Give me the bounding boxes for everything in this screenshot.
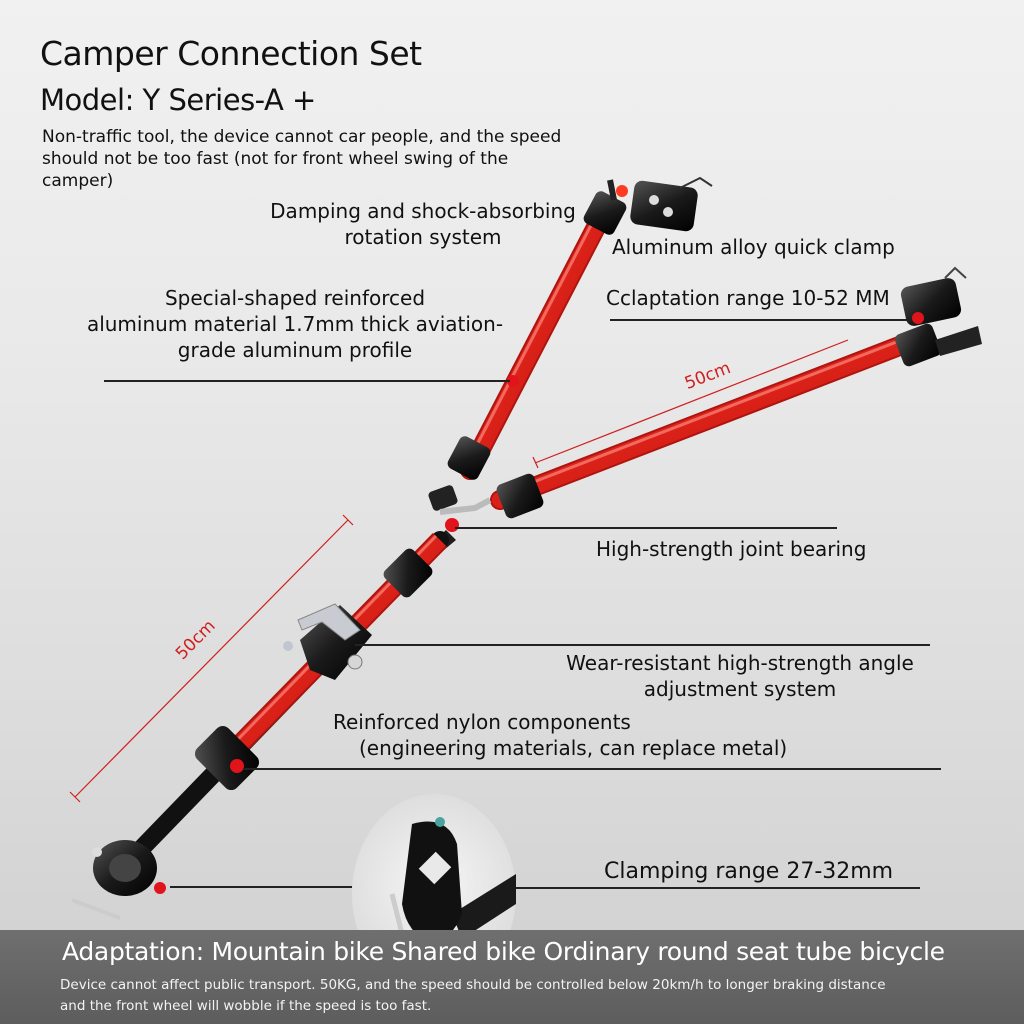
callout-damping-line: Damping and shock-absorbing bbox=[270, 199, 576, 223]
callout-line-aluminum bbox=[104, 380, 510, 382]
callout-line-clamping-left bbox=[170, 886, 352, 888]
callout-aluminum-line: aluminum material 1.7mm thick aviation- bbox=[86, 312, 504, 336]
callout-line-angle bbox=[355, 644, 930, 646]
callout-angle-line: Wear-resistant high-strength angle bbox=[566, 651, 914, 675]
callout-angle-line: adjustment system bbox=[643, 677, 837, 701]
dimension-lines bbox=[69, 339, 849, 803]
page-title: Camper Connection Set bbox=[40, 34, 422, 73]
model-name: Model: Y Series-A + bbox=[40, 83, 316, 117]
callout-line-clamping-right bbox=[516, 887, 920, 889]
footer-warning: Device cannot affect public transport. 5… bbox=[60, 975, 960, 1017]
usage-note-line: Non-traffic tool, the device cannot car … bbox=[42, 127, 562, 147]
callout-clamping-range: Clamping range 27-32mm bbox=[604, 859, 894, 884]
callout-line-joint bbox=[455, 527, 837, 529]
footer-adaptation: Adaptation: Mountain bike Shared bike Or… bbox=[62, 937, 945, 966]
callout-nylon-line: Reinforced nylon components bbox=[333, 710, 631, 734]
footer-warning-line: and the front wheel will wobble if the s… bbox=[60, 998, 432, 1014]
callout-damping-line: rotation system bbox=[344, 225, 502, 249]
lower-arm bbox=[71, 531, 449, 920]
callout-aluminum-line: grade aluminum profile bbox=[177, 338, 413, 362]
callout-joint-bearing: High-strength joint bearing bbox=[596, 537, 867, 561]
callout-line-nylon bbox=[243, 768, 941, 770]
callout-quick-clamp: Aluminum alloy quick clamp bbox=[612, 235, 895, 259]
usage-note: Non-traffic tool, the device cannot car … bbox=[42, 126, 582, 192]
usage-note-line: should not be too fast (not for front wh… bbox=[42, 149, 509, 169]
right-arm bbox=[490, 266, 982, 519]
callout-nylon-line: (engineering materials, can replace meta… bbox=[359, 736, 788, 760]
callout-aluminum-line: Special-shaped reinforced bbox=[164, 286, 426, 310]
footer-warning-line: Device cannot affect public transport. 5… bbox=[60, 977, 886, 993]
footer-band bbox=[0, 930, 1024, 1024]
callout-aluminum: Special-shaped reinforced aluminum mater… bbox=[75, 285, 515, 363]
upper-arm bbox=[447, 176, 713, 480]
callout-adaptation-range: Cclaptation range 10-52 MM bbox=[606, 286, 890, 310]
callout-line-adaptation bbox=[610, 319, 910, 321]
callout-damping: Damping and shock-absorbing rotation sys… bbox=[268, 198, 578, 250]
usage-note-line: camper) bbox=[42, 171, 114, 191]
callout-angle: Wear-resistant high-strength angle adjus… bbox=[540, 650, 940, 702]
callout-nylon: Reinforced nylon components (engineering… bbox=[333, 709, 787, 761]
